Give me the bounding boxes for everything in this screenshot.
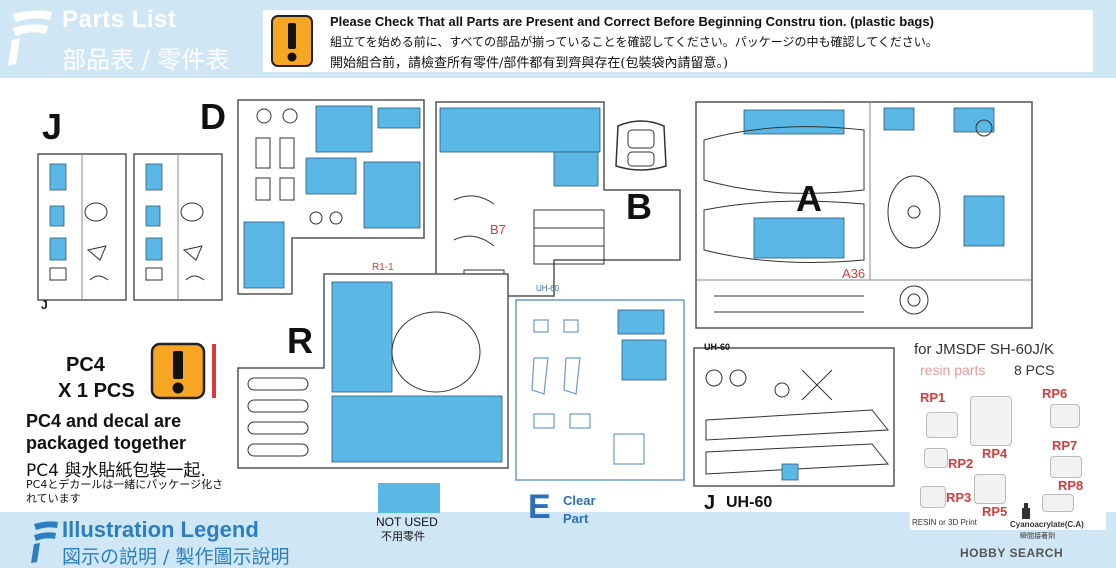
glue-bottle-icon bbox=[1022, 503, 1030, 519]
resin-count: 8 PCS bbox=[1014, 362, 1055, 378]
glue-label: Cyanoacrylate(C.A) bbox=[1010, 520, 1084, 529]
sprue-letter-a: A bbox=[796, 178, 822, 219]
legend-title: Illustration Legend bbox=[62, 517, 259, 542]
resin-part-label: RP7 bbox=[1052, 438, 1078, 453]
pc4-package-cn: PC4 與水貼紙包裝一起. bbox=[26, 461, 206, 481]
resin-part-rp7 bbox=[1050, 456, 1082, 478]
glue-label-cn: 瞬間接著劑 bbox=[1020, 532, 1055, 540]
resin-part-label: RP4 bbox=[982, 446, 1008, 461]
sprue-e-clear bbox=[515, 299, 685, 481]
sprue-e-tag: UH-60 bbox=[536, 284, 560, 293]
warning-icon bbox=[271, 15, 313, 67]
sprue-j2-caption-text: UH-60 bbox=[726, 494, 773, 511]
pc4-package-en-2: packaged together bbox=[26, 433, 187, 453]
clear-part-word-1: Clear bbox=[563, 493, 596, 508]
warning-icon-large bbox=[150, 342, 216, 400]
sprue-letter-r: R bbox=[287, 320, 313, 361]
not-used-label-cn: 不用零件 bbox=[381, 530, 425, 543]
resin-for-label: for JMSDF SH-60J/K bbox=[914, 341, 1055, 358]
pc4-package-jp-2: れています bbox=[26, 492, 81, 505]
pc4-package-jp-1: PC4とデカールは一緒にパッケージ化さ bbox=[26, 478, 224, 491]
clear-part-letter: E bbox=[528, 488, 551, 526]
sprue-b bbox=[435, 101, 681, 297]
sprue-j-uh60 bbox=[693, 347, 895, 487]
resin-part-rp4 bbox=[970, 396, 1012, 446]
clear-part-label: Clear Part bbox=[563, 492, 613, 528]
sprue-j2-caption-letter: J bbox=[704, 492, 716, 514]
pc4-package-en-1: PC4 and decal are bbox=[26, 411, 182, 431]
callout-a36: A36 bbox=[842, 266, 866, 281]
resin-parts-label: resin parts bbox=[920, 362, 986, 378]
notice-english: Please Check That all Parts are Present … bbox=[330, 14, 934, 29]
callout-r1-1: R1-1 bbox=[372, 262, 394, 273]
resin-part-rp5 bbox=[974, 474, 1006, 504]
resin-part-rp3 bbox=[920, 486, 946, 508]
notice-box bbox=[263, 10, 1093, 72]
sprue-letter-j: J bbox=[42, 106, 63, 147]
logo-f-icon-legend bbox=[31, 521, 58, 563]
watermark: HOBBY SEARCH bbox=[960, 546, 1064, 560]
sprue-r bbox=[237, 273, 509, 469]
logo-f-icon bbox=[8, 10, 52, 66]
sprue-j-corner-label: J bbox=[41, 298, 48, 312]
not-used-swatch bbox=[378, 483, 440, 513]
resin-part-label: RP8 bbox=[1058, 478, 1084, 493]
resin-part-label: RP3 bbox=[946, 490, 972, 505]
notice-chinese: 開始組合前，請檢查所有零件/部件都有到齊與存在(包裝袋內請留意。) bbox=[330, 56, 729, 71]
sprue-a bbox=[695, 101, 1033, 329]
clear-canopy-part bbox=[615, 120, 667, 171]
notice-japanese: 組立てを始める前に、すべての部品が揃っていることを確認してください。パッケージの… bbox=[330, 35, 938, 49]
resin-part-rp6 bbox=[1050, 404, 1080, 428]
sprue-j2-tag: UH-60 bbox=[704, 342, 731, 352]
resin-part-rp1 bbox=[926, 412, 958, 438]
sprue-j bbox=[37, 153, 223, 301]
page-title: Parts List bbox=[62, 6, 177, 33]
resin-part-label: RP2 bbox=[948, 456, 974, 471]
resin-part-rp2 bbox=[924, 448, 948, 468]
resin-part-label: RP5 bbox=[982, 504, 1008, 519]
not-used-label: NOT USED bbox=[376, 515, 438, 529]
sprue-letter-d: D bbox=[200, 96, 226, 137]
legend-subtitle: 図示の説明 / 製作圖示說明 bbox=[62, 546, 290, 568]
sprue-d bbox=[237, 99, 425, 295]
pc4-quantity: X 1 PCS bbox=[58, 380, 135, 402]
resin-note: RESIN or 3D Print bbox=[912, 518, 977, 527]
resin-part-label: RP6 bbox=[1042, 386, 1068, 401]
callout-b7: B7 bbox=[490, 222, 506, 237]
resin-part-rp8 bbox=[1042, 494, 1074, 512]
page-subtitle: 部品表 / 零件表 bbox=[62, 46, 230, 74]
sprue-letter-b: B bbox=[626, 186, 652, 227]
resin-part-label: RP1 bbox=[920, 390, 946, 405]
pc4-name: PC4 bbox=[66, 354, 105, 376]
clear-part-word-2: Part bbox=[563, 511, 589, 526]
